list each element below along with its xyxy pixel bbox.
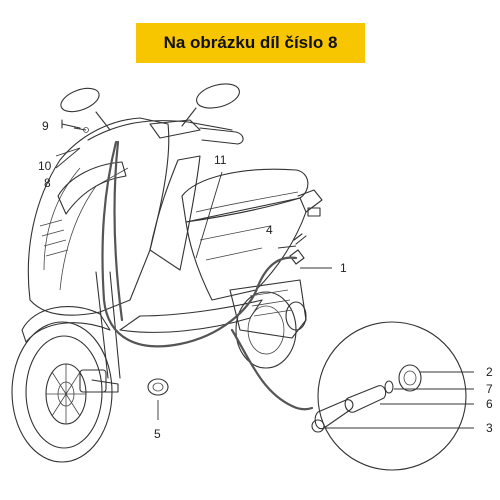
detail-circle [311, 321, 467, 471]
callout-6: 6 [486, 397, 493, 411]
leader-lines [55, 127, 474, 429]
callout-11: 11 [214, 153, 227, 167]
callout-9: 9 [42, 119, 49, 133]
callout-2: 2 [486, 365, 493, 379]
brake-cables [101, 140, 314, 411]
callout-4: 4 [266, 223, 273, 237]
part-4-screw [293, 233, 307, 245]
callout-1: 1 [340, 261, 347, 275]
part-9-bolt [61, 119, 81, 129]
scooter-illustration [11, 83, 323, 463]
callout-8: 8 [44, 176, 51, 190]
part-number-banner: Na obrázku díl číslo 8 [136, 23, 365, 63]
callout-5: 5 [154, 427, 161, 441]
callout-7: 7 [486, 382, 493, 396]
banner-title: Na obrázku díl číslo 8 [163, 33, 338, 52]
callout-labels: 1 2 3 4 5 6 7 8 9 10 11 [38, 119, 493, 441]
callout-3: 3 [486, 421, 493, 435]
part-5-grommet [147, 378, 169, 396]
callout-10: 10 [38, 159, 52, 173]
